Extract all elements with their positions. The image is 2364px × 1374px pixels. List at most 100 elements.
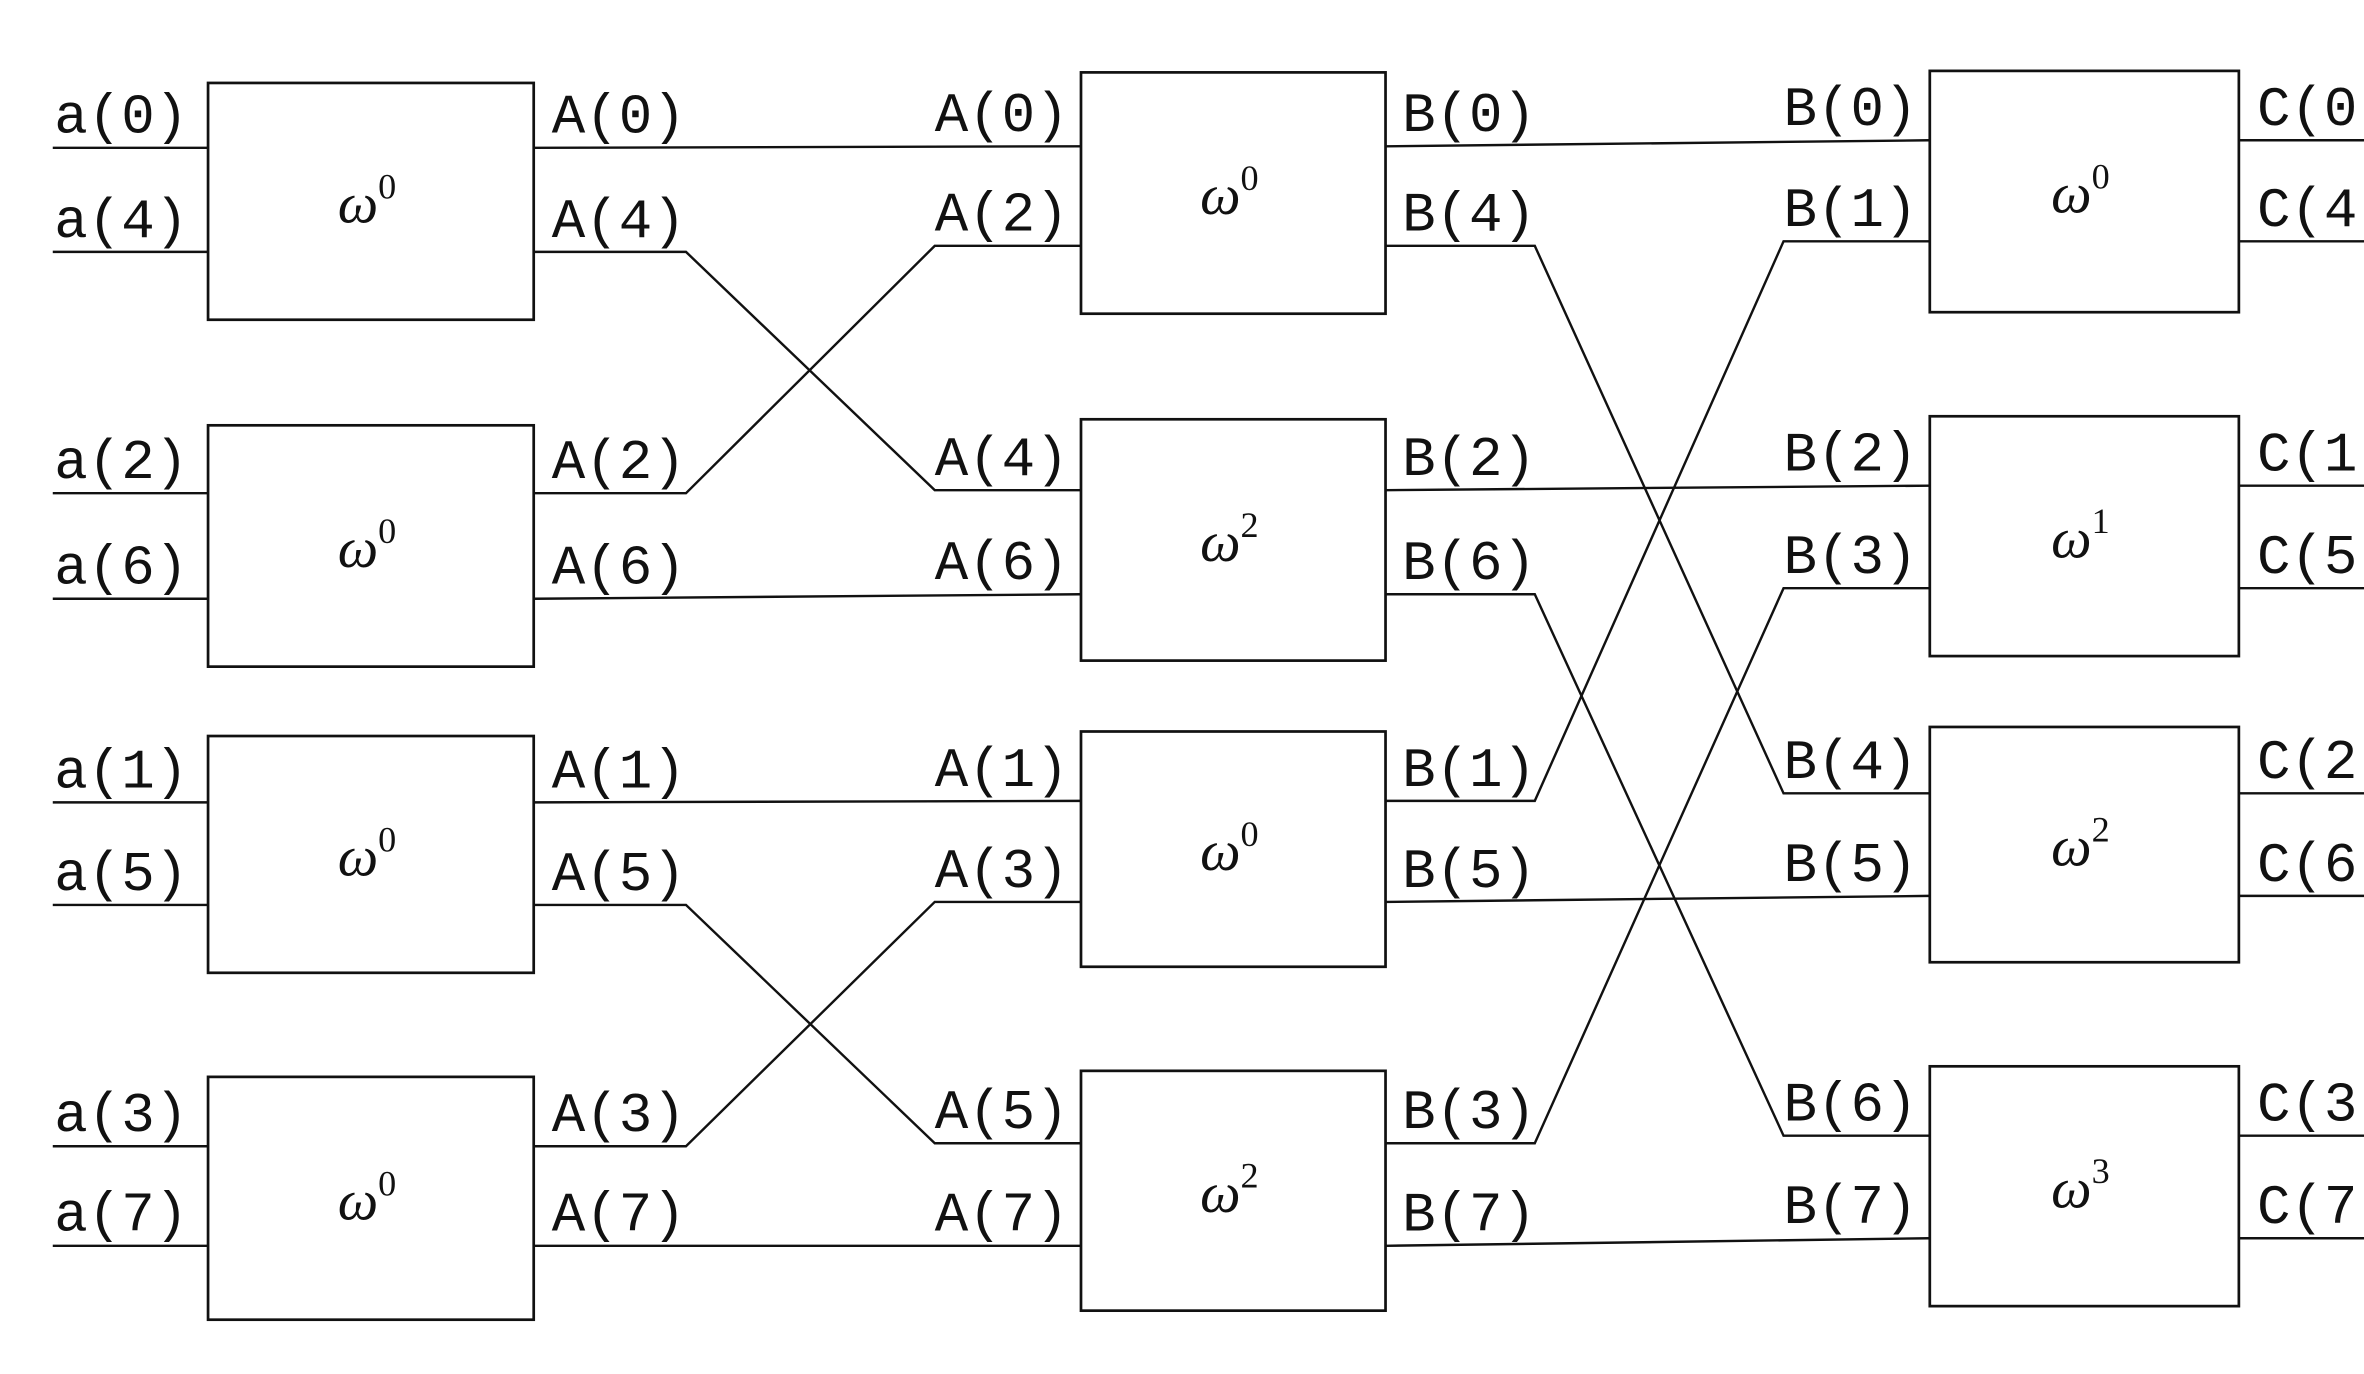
output-label: C(2: [2257, 732, 2357, 795]
twiddle-exponent: 1: [2092, 501, 2110, 541]
output-label: C(7: [2257, 1177, 2357, 1240]
stage2-output-label: B(6): [1402, 533, 1536, 596]
stage1-output-label: A(2): [552, 432, 686, 495]
stage1-output-label: A(4): [552, 191, 686, 254]
input-label: a(5): [54, 844, 188, 907]
twiddle-exponent: 2: [1241, 505, 1259, 545]
stage2-output-label: B(4): [1402, 185, 1536, 248]
output-label: C(6: [2257, 835, 2357, 898]
input-label: a(1): [54, 741, 188, 804]
stage2-input-label: A(2): [935, 185, 1069, 248]
twiddle-factor: ω0: [338, 166, 397, 235]
stage3-input-label: B(2): [1784, 425, 1918, 488]
twiddle-symbol: ω: [2051, 816, 2091, 879]
wire-cross: [1385, 244, 1930, 795]
stage2-input-label: A(3): [935, 841, 1069, 904]
input-label: a(6): [54, 538, 188, 601]
twiddle-symbol: ω: [1200, 164, 1240, 227]
stage1-output-label: A(6): [552, 538, 686, 601]
butterfly-box-stage2: [1079, 730, 1387, 969]
twiddle-symbol: ω: [2051, 163, 2091, 226]
twiddle-exponent: 0: [378, 511, 396, 551]
input-label: a(0): [54, 87, 188, 150]
butterfly-box-stage3: [1928, 69, 2241, 314]
stage2-output-label: B(1): [1402, 740, 1536, 803]
butterfly-box-stage1: [206, 81, 536, 322]
stage2-input-label: A(6): [935, 533, 1069, 596]
stage1-output-label: A(0): [552, 87, 686, 150]
wire-cross: [533, 900, 1081, 1148]
input-label: a(3): [54, 1085, 188, 1148]
wire-cross: [533, 244, 1081, 495]
twiddle-symbol: ω: [338, 826, 378, 889]
wire-straight: [533, 145, 1081, 150]
butterfly-box-stage1: [206, 423, 536, 668]
stage2-output-label: B(0): [1402, 85, 1536, 148]
output-label: C(4: [2257, 180, 2357, 243]
twiddle-factor: ω0: [2051, 157, 2110, 226]
stage1-output-label: A(5): [552, 844, 686, 907]
stage2-input-label: A(5): [935, 1082, 1069, 1145]
input-label: a(2): [54, 432, 188, 495]
twiddle-exponent: 2: [1241, 1156, 1259, 1196]
stage3-input-label: B(0): [1784, 79, 1918, 142]
stage2-input-label: A(1): [935, 740, 1069, 803]
stage2-input-label: A(4): [935, 429, 1069, 492]
input-label: a(7): [54, 1185, 188, 1248]
twiddle-factor: ω2: [2051, 810, 2110, 879]
wire-cross: [1385, 240, 1930, 803]
twiddle-exponent: 3: [2092, 1151, 2110, 1191]
wire-straight: [1385, 139, 1930, 148]
twiddle-factor: ω0: [1200, 814, 1259, 883]
twiddle-factor: ω0: [1200, 158, 1259, 227]
input-label: a(4): [54, 191, 188, 254]
stage2-input-label: A(7): [935, 1185, 1069, 1248]
twiddle-symbol: ω: [338, 1169, 378, 1232]
twiddle-exponent: 0: [2092, 157, 2110, 197]
wire-straight: [1385, 1237, 1930, 1248]
stage3-input-label: B(1): [1784, 180, 1918, 243]
butterfly-box-stage2: [1079, 1069, 1387, 1313]
butterfly-box-stage2: [1079, 417, 1387, 662]
twiddle-exponent: 2: [2092, 810, 2110, 850]
wire-straight: [533, 593, 1081, 600]
wire-straight: [533, 799, 1081, 804]
twiddle-exponent: 0: [378, 819, 396, 859]
twiddle-exponent: 0: [378, 166, 396, 206]
twiddle-factor: ω0: [338, 819, 397, 888]
twiddle-exponent: 0: [1241, 814, 1259, 854]
wire-cross: [1385, 587, 1930, 1145]
twiddle-exponent: 0: [1241, 158, 1259, 198]
stage2-output-label: B(2): [1402, 429, 1536, 492]
twiddle-symbol: ω: [2051, 1157, 2091, 1220]
twiddle-exponent: 0: [378, 1163, 396, 1203]
stage3-input-label: B(4): [1784, 732, 1918, 795]
output-label: C(0: [2257, 79, 2357, 142]
output-label: C(3: [2257, 1075, 2357, 1138]
stage3-input-label: B(5): [1784, 835, 1918, 898]
butterfly-box-stage3: [1928, 414, 2241, 658]
output-label: C(5: [2257, 527, 2357, 590]
butterfly-box-stage3: [1928, 1064, 2241, 1308]
twiddle-symbol: ω: [338, 517, 378, 580]
stage1-output-label: A(3): [552, 1085, 686, 1148]
stage3-input-label: B(6): [1784, 1075, 1918, 1138]
wire-straight: [1385, 894, 1930, 904]
twiddle-factor: ω2: [1200, 1156, 1259, 1225]
twiddle-factor: ω0: [338, 1163, 397, 1232]
stage3-input-label: B(7): [1784, 1177, 1918, 1240]
stage2-output-label: B(3): [1402, 1082, 1536, 1145]
stage2-output-label: B(7): [1402, 1185, 1536, 1248]
butterfly-box-stage1: [206, 1075, 536, 1322]
stage2-input-label: A(0): [935, 85, 1069, 148]
stage2-output-label: B(5): [1402, 841, 1536, 904]
twiddle-symbol: ω: [1200, 820, 1240, 883]
wire-straight: [1385, 484, 1930, 492]
twiddle-factor: ω0: [338, 511, 397, 580]
twiddle-symbol: ω: [1200, 511, 1240, 574]
stage3-input-label: B(3): [1784, 527, 1918, 590]
output-label: C(1: [2257, 425, 2357, 488]
twiddle-factor: ω2: [1200, 505, 1259, 574]
butterfly-box-stage3: [1928, 725, 2241, 964]
stage1-output-label: A(7): [552, 1185, 686, 1248]
